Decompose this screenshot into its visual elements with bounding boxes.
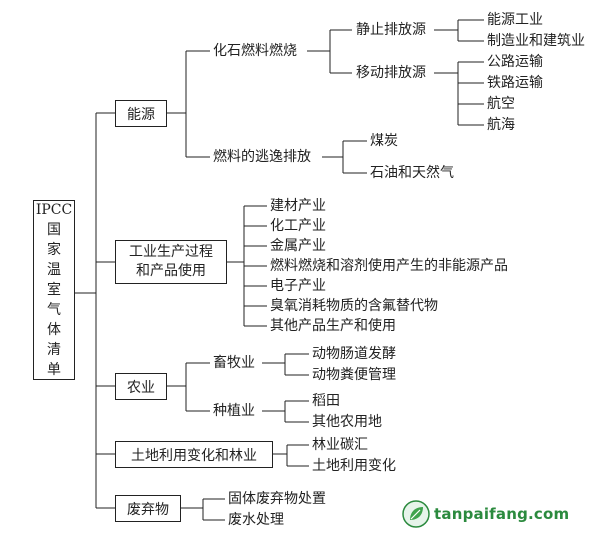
root-char: 气 — [47, 302, 61, 318]
stationary-source-label: 静止排放源 — [356, 22, 426, 38]
category-energy: 能源 — [115, 100, 167, 127]
category-waste-label: 废弃物 — [127, 501, 169, 518]
energy-fugitive-label: 燃料的逃逸排放 — [213, 149, 311, 165]
root-char: 室 — [47, 282, 61, 298]
mobile-item: 铁路运输 — [487, 75, 543, 91]
industry-item: 化工产业 — [270, 218, 326, 234]
planting-item: 其他农用地 — [312, 414, 382, 430]
root-char: 家 — [47, 242, 61, 258]
root-char: 国 — [47, 222, 61, 238]
root-char: 单 — [47, 362, 61, 378]
root-node: IPCC 国 家 温 室 气 体 清 单 — [33, 200, 75, 380]
livestock-label: 畜牧业 — [213, 355, 255, 371]
root-char: 温 — [47, 262, 61, 278]
category-landuse-label: 土地利用变化和林业 — [131, 447, 257, 464]
mobile-item: 航海 — [487, 117, 515, 133]
industry-item: 电子产业 — [270, 278, 326, 294]
industry-item: 金属产业 — [270, 238, 326, 254]
waste-item: 固体废弃物处置 — [228, 491, 326, 507]
planting-label: 种植业 — [213, 403, 255, 419]
root-title-ipcc: IPCC — [35, 202, 73, 218]
industry-item: 其他产品生产和使用 — [270, 318, 396, 334]
category-agriculture: 农业 — [115, 373, 167, 400]
leaf-logo-icon — [402, 500, 430, 528]
mobile-source-label: 移动排放源 — [356, 65, 426, 81]
category-industry-label-2: 和产品使用 — [136, 263, 206, 279]
mobile-item: 航空 — [487, 96, 515, 112]
category-energy-label: 能源 — [127, 106, 155, 123]
planting-item: 稻田 — [312, 393, 340, 409]
industry-item: 臭氧消耗物质的含氟替代物 — [270, 298, 438, 314]
livestock-item: 动物粪便管理 — [312, 367, 396, 383]
landuse-item: 林业碳汇 — [312, 437, 368, 453]
category-waste: 废弃物 — [115, 495, 181, 522]
category-industry: 工业生产过程 和产品使用 — [115, 240, 227, 284]
category-landuse: 土地利用变化和林业 — [115, 441, 273, 468]
landuse-item: 土地利用变化 — [312, 458, 396, 474]
energy-fossil-label: 化石燃料燃烧 — [213, 43, 297, 59]
mobile-item: 公路运输 — [487, 54, 543, 70]
stationary-item: 制造业和建筑业 — [487, 33, 585, 49]
category-agriculture-label: 农业 — [127, 379, 155, 396]
fugitive-item: 石油和天然气 — [370, 165, 454, 181]
fugitive-item: 煤炭 — [370, 133, 398, 149]
category-industry-label-1: 工业生产过程 — [129, 244, 213, 260]
stationary-item: 能源工业 — [487, 12, 543, 28]
industry-item: 燃料燃烧和溶剂使用产生的非能源产品 — [270, 258, 508, 274]
livestock-item: 动物肠道发酵 — [312, 346, 396, 362]
root-char: 清 — [47, 342, 61, 358]
industry-item: 建材产业 — [270, 198, 326, 214]
waste-item: 废水处理 — [228, 512, 284, 528]
watermark-text: tanpaifang.com — [434, 505, 570, 523]
watermark: tanpaifang.com — [402, 499, 569, 529]
root-char: 体 — [47, 322, 61, 338]
